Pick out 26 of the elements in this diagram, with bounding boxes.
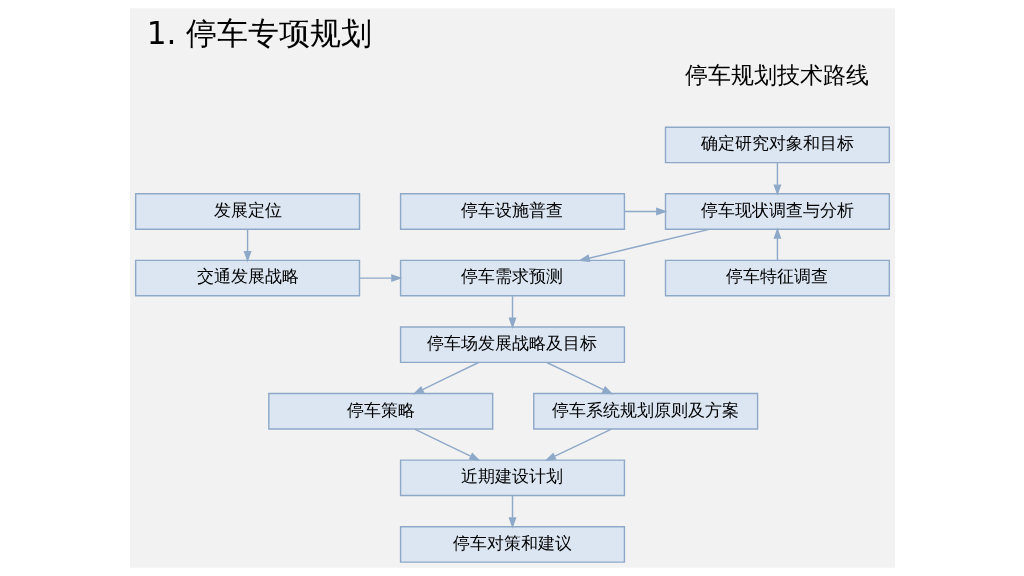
arrow: [508, 495, 516, 529]
node-box: 停车需求预测: [399, 259, 625, 297]
arrow: [772, 227, 781, 261]
node-box: 停车场发展战略及目标: [399, 326, 625, 364]
arrow: [545, 361, 613, 395]
arrow: [358, 274, 403, 283]
node-box: 近期建设计划: [399, 459, 625, 497]
arrow: [508, 295, 516, 329]
node-box: 停车设施普查: [399, 193, 625, 230]
arrow: [577, 228, 710, 262]
node-box: 停车对策和建议: [399, 526, 625, 563]
arrow: [412, 361, 479, 395]
node-box: 停车现状调查与分析: [664, 193, 890, 230]
label: 停车规划技术路线: [684, 62, 869, 89]
node-box: 停车系统规划原则及方案: [532, 392, 758, 430]
node-box: 确定研究对象和目标: [664, 126, 890, 164]
arrow: [413, 428, 481, 461]
node-box: 停车特征调查: [664, 259, 890, 297]
node-box: 发展定位: [134, 193, 360, 230]
arrow: [772, 162, 781, 196]
arrow: [623, 207, 667, 216]
node-box: 交通发展战略: [134, 259, 360, 297]
arrow: [544, 428, 612, 461]
diagram-title: 1. 停车专项规划: [146, 15, 372, 52]
arrow: [243, 228, 252, 263]
node-box: 停车策略: [267, 392, 493, 430]
